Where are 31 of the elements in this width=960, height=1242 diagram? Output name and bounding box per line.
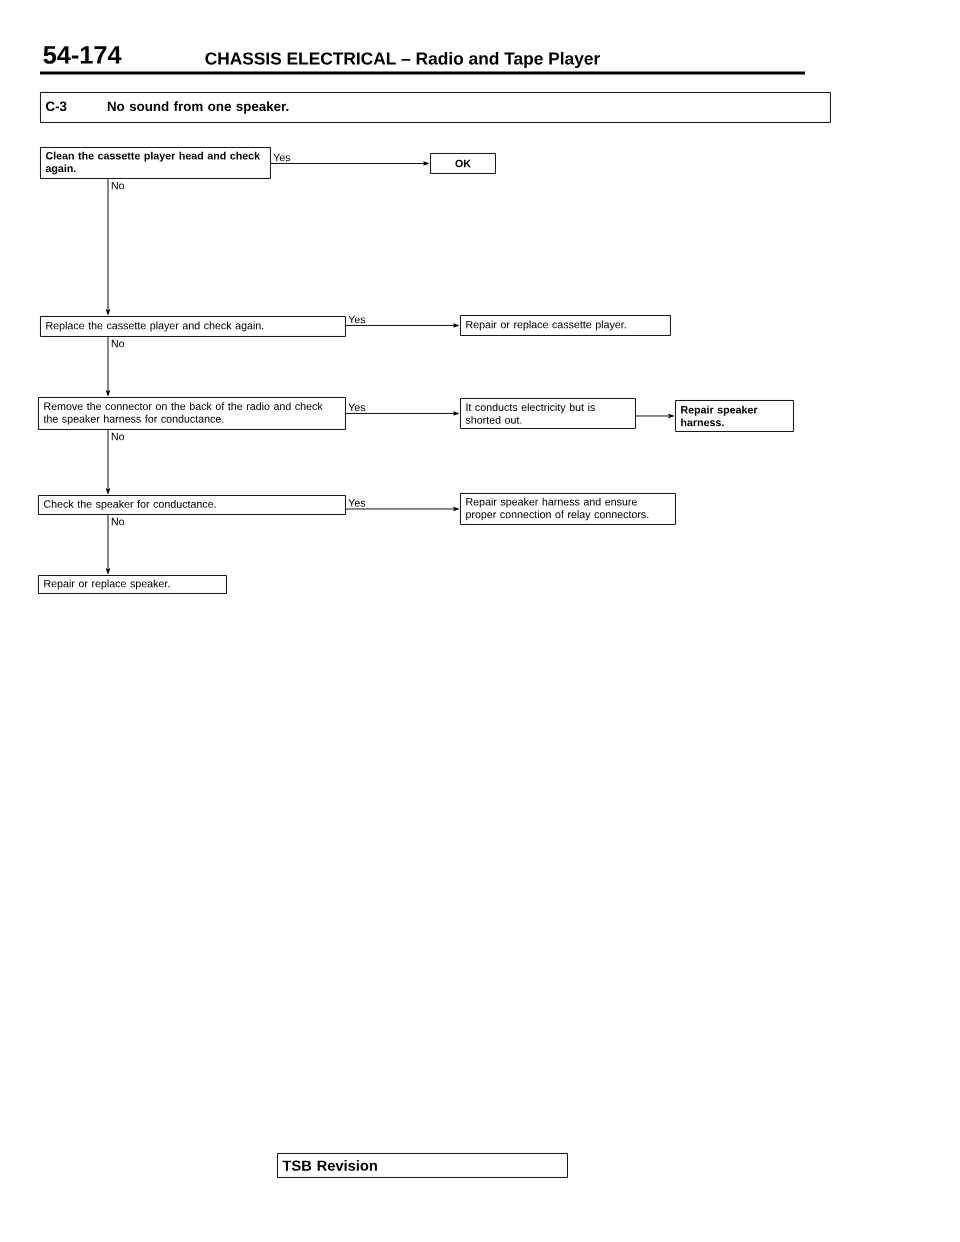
edge-label: No	[111, 339, 125, 348]
edge-label: Yes	[273, 153, 291, 162]
arrow	[105, 336, 111, 396]
arrow	[105, 429, 111, 494]
page-number: 54-174	[43, 46, 122, 64]
arrow	[105, 178, 111, 315]
result-box: Repair speaker harness and ensure proper connection of relay connectors.	[460, 493, 676, 525]
edge-label: No	[111, 517, 125, 526]
arrow	[270, 161, 429, 166]
arrow	[345, 323, 459, 328]
edge-label: No	[111, 181, 125, 190]
result-box: Repair or replace speaker.	[38, 575, 227, 594]
step-box: Check the speaker for conductance.	[38, 495, 346, 515]
edge-label: No	[111, 432, 125, 441]
arrow	[635, 413, 674, 419]
step-box: Replace the cassette player and check again.	[40, 316, 346, 337]
heading-box: C-3 No sound from one speaker.	[40, 92, 831, 123]
edge-label: Yes	[348, 315, 366, 324]
step-box: Remove the connector on the back of the radio and check the speaker harness for conductance.	[38, 397, 346, 430]
revision-box: TSB Revision	[277, 1153, 568, 1178]
edge-label: Yes	[348, 403, 366, 412]
edge-label: Yes	[348, 499, 366, 507]
step-box: Clean the cassette player head and check again.	[40, 147, 271, 179]
arrow	[345, 411, 459, 416]
result-box: Repair speaker harness.	[675, 400, 794, 432]
arrow	[105, 514, 111, 574]
result-box: OK	[430, 153, 496, 174]
arrow	[345, 506, 459, 512]
result-box: It conducts electricity but is shorted out.	[460, 398, 636, 429]
result-box: Repair or replace cassette player.	[460, 315, 671, 336]
page-header: CHASSIS ELECTRICAL – Radio and Tape Player	[205, 51, 600, 69]
